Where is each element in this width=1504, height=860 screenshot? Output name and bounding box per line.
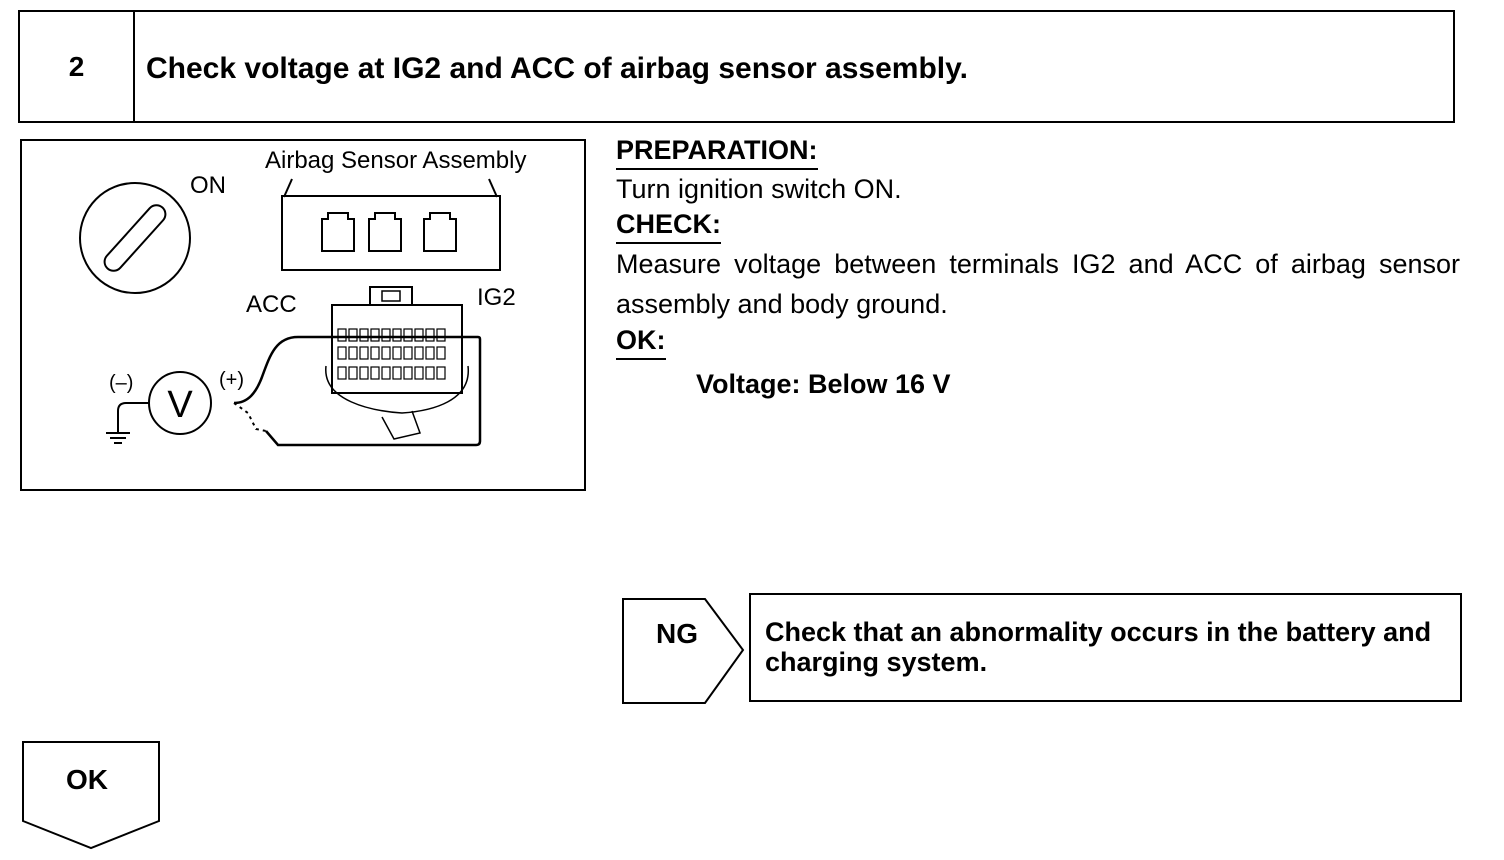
- check-text: Measure voltage between terminals IG2 an…: [616, 249, 1460, 319]
- connector-icon: [325, 286, 469, 440]
- plus-lead-label: (+): [219, 369, 244, 391]
- step-title: Check voltage at IG2 and ACC of airbag s…: [146, 52, 968, 85]
- step-header: 2 Check voltage at IG2 and ACC of airbag…: [18, 10, 1455, 123]
- sensor-assembly-icon: [281, 178, 501, 271]
- ground-icon: [106, 402, 149, 444]
- assembly-label: Airbag Sensor Assembly: [265, 147, 526, 174]
- ok-spec: Voltage: Below 16 V: [696, 369, 951, 399]
- ok-heading: OK:: [616, 324, 666, 360]
- ig2-label: IG2: [477, 284, 516, 311]
- ignition-switch-icon: [79, 182, 191, 294]
- voltmeter-symbol: V: [167, 384, 193, 426]
- voltmeter-icon: V: [148, 371, 212, 435]
- preparation-text: Turn ignition switch ON.: [616, 174, 902, 204]
- ng-label: NG: [656, 618, 698, 649]
- ng-arrow-box: [622, 598, 745, 704]
- test-leads: [233, 335, 482, 447]
- on-label: ON: [190, 172, 226, 199]
- wiring-diagram-drawing: ON Airbag Sensor Assembly ACC IG2: [79, 147, 526, 447]
- ng-result-box: Check that an abnormality occurs in the …: [749, 593, 1462, 702]
- acc-label: ACC: [246, 291, 297, 318]
- preparation-heading: PREPARATION:: [616, 134, 818, 170]
- wiring-diagram: ON Airbag Sensor Assembly ACC IG2: [20, 139, 586, 491]
- step-number: 2: [20, 12, 135, 121]
- ok-arrow-box: [22, 741, 160, 850]
- ok-label: OK: [66, 764, 108, 795]
- check-heading: CHECK:: [616, 208, 721, 244]
- minus-lead-label: (–): [109, 372, 133, 394]
- instructions: PREPARATION: Turn ignition switch ON. CH…: [616, 134, 1460, 404]
